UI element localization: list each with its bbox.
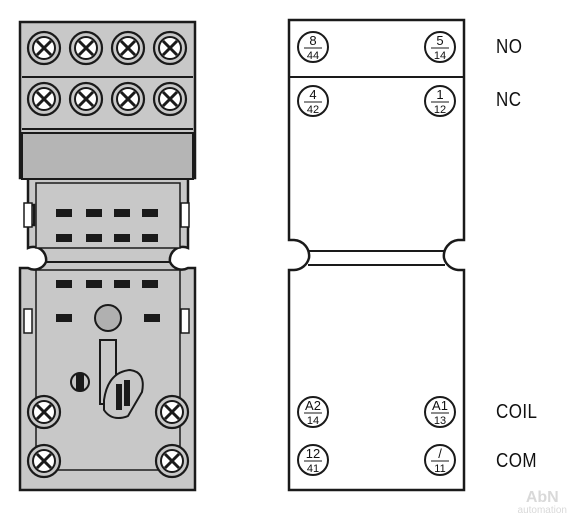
screw-terminal-icon xyxy=(154,394,190,430)
terminal-code: 11 xyxy=(434,463,445,475)
screw-terminal-icon xyxy=(26,394,62,430)
terminal-number: 5 xyxy=(436,33,443,48)
terminal-marker: 442 xyxy=(297,85,329,117)
terminal-marker: 844 xyxy=(297,31,329,63)
screw-terminal-icon xyxy=(110,81,146,117)
label-no: NO xyxy=(496,36,523,58)
pin-slot xyxy=(86,280,102,288)
terminal-code: 42 xyxy=(307,104,319,116)
socket-screw-terminals xyxy=(26,30,190,479)
terminal-code: 14 xyxy=(307,415,319,427)
terminal-marker: / 11 xyxy=(424,444,456,476)
screw-terminal-icon xyxy=(68,81,104,117)
terminal-number: 8 xyxy=(309,33,316,48)
terminal-code: 13 xyxy=(434,415,446,427)
terminal-number: A2 xyxy=(305,398,321,413)
watermark-sub: automation xyxy=(517,505,567,516)
pin-slot xyxy=(144,314,160,322)
screw-terminal-icon xyxy=(26,30,62,66)
pin-slot xyxy=(142,234,158,242)
pin-slot xyxy=(86,234,102,242)
terminal-code: 12 xyxy=(434,104,446,116)
socket-inner-window xyxy=(35,182,181,249)
screw-terminal-icon xyxy=(110,30,146,66)
pin-slot xyxy=(56,280,72,288)
screw-terminal-icon xyxy=(68,30,104,66)
socket-band xyxy=(21,132,194,180)
pin-slot xyxy=(114,234,130,242)
screw-terminal-icon xyxy=(154,443,190,479)
terminal-code: 41 xyxy=(307,463,319,475)
diode-module xyxy=(103,368,144,419)
terminal-number: A1 xyxy=(432,398,448,413)
terminal-number: 1 xyxy=(436,87,443,102)
label-nc: NC xyxy=(496,89,522,111)
pin-slot xyxy=(56,234,72,242)
terminal-number: 4 xyxy=(309,87,316,102)
screw-terminal-icon xyxy=(26,81,62,117)
center-hole xyxy=(94,304,122,332)
pin-slot xyxy=(142,209,158,217)
screw-terminal-icon xyxy=(26,443,62,479)
terminal-layout-outline xyxy=(287,18,466,492)
screw-terminal-icon xyxy=(152,81,188,117)
terminal-number: / xyxy=(438,446,442,461)
pin-slot xyxy=(114,280,130,288)
label-com: COM xyxy=(496,450,537,472)
label-coil: COIL xyxy=(496,401,538,423)
pin-slot xyxy=(86,209,102,217)
watermark-brand: AbN xyxy=(525,489,559,506)
screw-terminal-icon xyxy=(152,30,188,66)
terminal-marker: 514 xyxy=(424,31,456,63)
pin-slot xyxy=(142,280,158,288)
socket-pin-slots xyxy=(56,209,160,322)
pin-slot xyxy=(114,209,130,217)
pin-slot xyxy=(56,314,72,322)
watermark: AbN automation xyxy=(518,490,567,516)
socket-center-features xyxy=(70,304,144,419)
terminal-code: 14 xyxy=(434,50,446,62)
terminal-code: 44 xyxy=(307,50,319,62)
terminal-marker: 112 xyxy=(424,85,456,117)
pin-slot xyxy=(56,209,72,217)
terminal-number: 12 xyxy=(306,446,320,461)
